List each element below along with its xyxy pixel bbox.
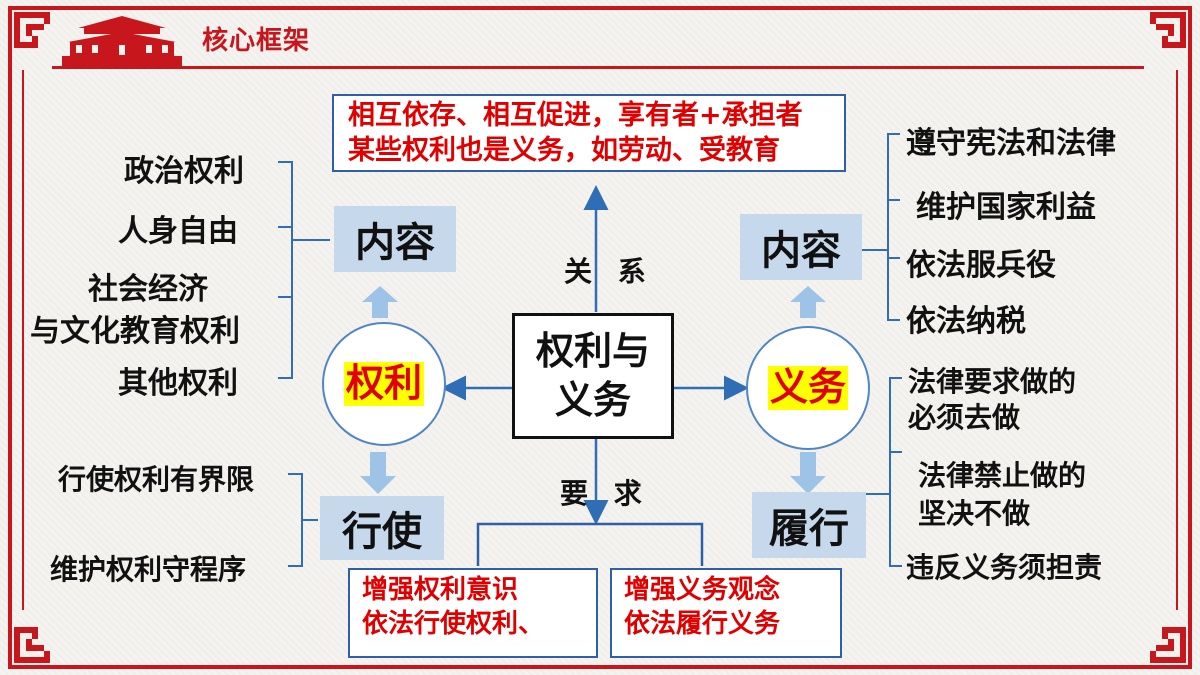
header-title: 核心框架 [202, 26, 311, 56]
relation-box: 相互依存、相互促进，享有者+承担者 某些权利也是义务，如劳动、受教育 [332, 94, 846, 172]
duties-content-item: 依法纳税 [906, 304, 1026, 339]
rights-circle: 权利 [322, 322, 446, 446]
frame-top [8, 6, 1192, 10]
requirement-label: 要 求 [560, 477, 650, 510]
duties-content-box: 内容 [740, 214, 862, 280]
duties-perform-box: 履行 [752, 492, 866, 558]
rights-exercise-item: 维护权利守程序 [50, 553, 247, 586]
duties-content-item: 依法服兵役 [906, 248, 1056, 283]
duties-perform-item: 法律禁止做的 [918, 459, 1087, 492]
rights-requirement-box: 增强权利意识 依法行使权利、 [348, 568, 598, 658]
relation-line-1: 相互依存、相互促进，享有者+承担者 [348, 100, 803, 131]
frame-bottom [8, 665, 1192, 669]
duties-title: 义务 [767, 365, 848, 410]
frame-inner-left [22, 70, 24, 610]
corner-pattern-icon [1150, 12, 1186, 48]
duties-perform-item: 法律要求做的 [908, 365, 1077, 398]
rights-exercise-item: 行使权利有界限 [58, 463, 255, 496]
rights-content-item: 人身自由 [118, 214, 238, 249]
rights-content-box: 内容 [334, 206, 456, 272]
rights-content-item: 其他权利 [118, 366, 238, 401]
rights-content-item: 政治权利 [124, 154, 244, 189]
duties-circle: 义务 [746, 326, 870, 450]
center-box: 权利与 义务 [512, 313, 674, 439]
duties-requirement-box: 增强义务观念 依法履行义务 [610, 568, 842, 658]
corner-pattern-icon [14, 12, 50, 48]
frame-inner-right [1176, 70, 1178, 610]
rights-content-item: 社会经济 [88, 272, 208, 307]
corner-pattern-icon [14, 627, 50, 663]
relation-line-2: 某些权利也是义务，如劳动、受教育 [348, 135, 780, 167]
rights-content-item: 与文化教育权利 [30, 314, 240, 349]
rights-requirement-line-2: 依法行使权利、 [362, 608, 545, 639]
header-underline [52, 66, 1144, 69]
rights-title: 权利 [343, 361, 424, 406]
frame-right [1188, 6, 1192, 669]
frame-left [8, 6, 12, 669]
duties-requirement-line-2: 依法履行义务 [624, 608, 781, 639]
duties-content-item: 遵守宪法和法律 [906, 126, 1116, 161]
rights-requirement-line-1: 增强权利意识 [362, 575, 519, 605]
center-line-1: 权利与 [535, 328, 650, 373]
duties-perform-item: 坚决不做 [918, 497, 1031, 530]
corner-pattern-icon [1150, 627, 1186, 663]
tiananmen-gate-icon [62, 16, 182, 66]
relation-label: 关 系 [564, 255, 654, 288]
duties-requirement-line-1: 增强义务观念 [624, 575, 781, 605]
center-line-2: 义务 [554, 378, 631, 422]
duties-perform-item: 必须去做 [908, 401, 1021, 434]
rights-exercise-box: 行使 [320, 496, 444, 560]
duties-content-item: 维护国家利益 [916, 190, 1096, 225]
duties-perform-item: 违反义务须担责 [906, 551, 1103, 584]
